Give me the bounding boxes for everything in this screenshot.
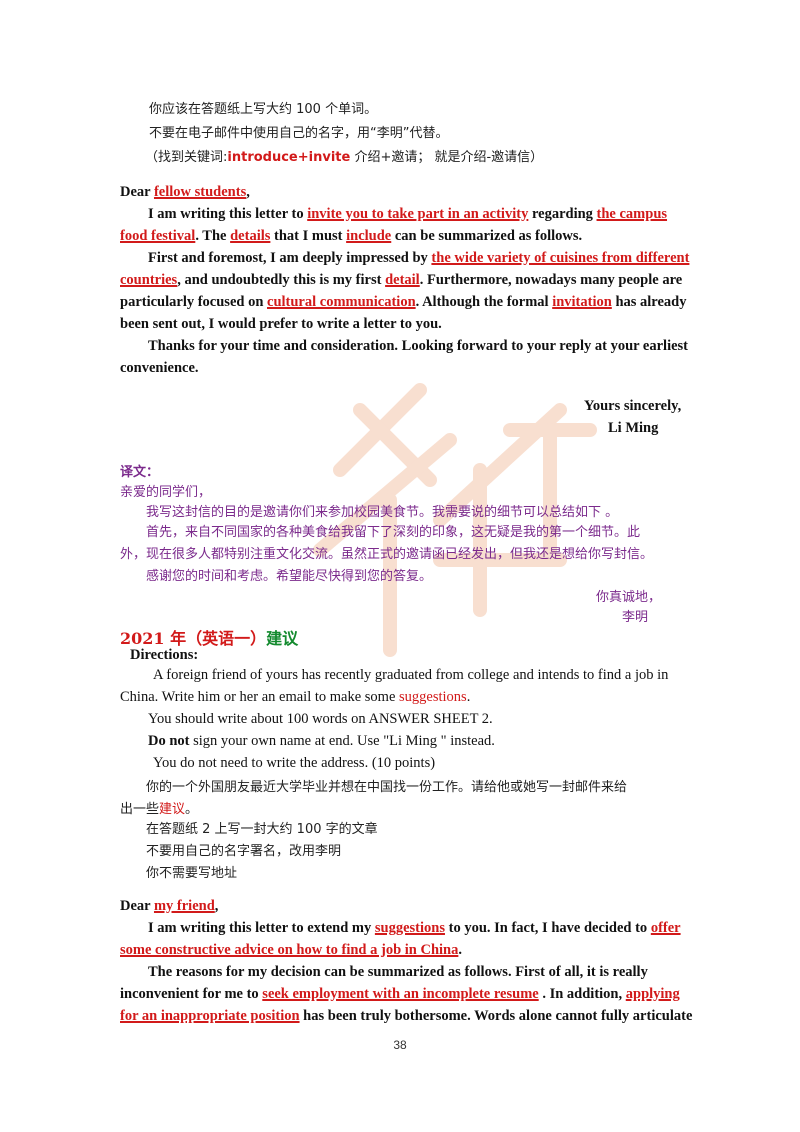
- keyphrase: countries: [120, 272, 178, 288]
- text: 。: [185, 802, 199, 817]
- text: that I must: [270, 228, 347, 244]
- intro-line-1: 你应该在答题纸上写大约 100 个单词。: [149, 102, 378, 117]
- letter1-p1-line2: food festival. The details that I must i…: [120, 228, 582, 245]
- letter1-salutation: Dear fellow students,: [120, 184, 250, 201]
- keyphrase: offer: [650, 920, 681, 936]
- directions-label: Directions:: [130, 647, 199, 663]
- text: China. Write him or her an email to make…: [120, 689, 400, 705]
- keyphrase: applying: [625, 986, 680, 1002]
- text: First and foremost, I am deeply impresse…: [148, 250, 432, 266]
- translation-closing: 你真诚地，: [596, 590, 662, 605]
- letter1-p2-line3: particularly focused on cultural communi…: [120, 294, 686, 311]
- letter1-p2-line2: countries, and undoubtedly this is my fi…: [120, 272, 682, 289]
- keyphrase: the campus: [596, 206, 668, 222]
- salutation-dear: Dear: [120, 184, 154, 200]
- text: 出一些: [120, 802, 160, 817]
- text: has already: [611, 294, 687, 310]
- translation-p3: 感谢您的时间和考虑。希望能尽快得到您的答复。: [146, 569, 433, 584]
- text: . Although the formal: [415, 294, 553, 310]
- text: , and undoubtedly this is my first: [177, 272, 386, 288]
- intro-keyword: introduce+invite: [227, 150, 351, 165]
- translation-p1: 我写这封信的目的是邀请你们来参加校园美食节。我需要说的细节可以总结如下 。: [146, 505, 619, 520]
- keyphrase: detail: [385, 272, 420, 288]
- letter1-signature: Li Ming: [608, 420, 659, 436]
- letter1-p3-line2: convenience.: [120, 360, 199, 376]
- keyphrase: invitation: [552, 294, 612, 310]
- letter2-p1-line2: some constructive advice on how to find …: [120, 942, 462, 959]
- keyphrase: seek employment with an incomplete resum…: [262, 986, 539, 1002]
- text: has been truly bothersome. Words alone c…: [299, 1008, 693, 1024]
- salutation-comma: ,: [214, 898, 219, 914]
- keyphrase: details: [230, 228, 271, 244]
- section-title-topic: 建议: [266, 629, 299, 648]
- letter2-p2-line2: inconvenient for me to seek employment w…: [120, 986, 680, 1003]
- letter1-closing: Yours sincerely,: [584, 398, 682, 414]
- keyphrase: cultural communication: [267, 294, 416, 310]
- keyphrase: food festival: [120, 228, 196, 244]
- translation-heading: 译文：: [120, 465, 160, 480]
- directions-zh-3: 在答题纸 2 上写一封大约 100 字的文章: [146, 822, 378, 837]
- text: . In addition,: [538, 986, 626, 1002]
- text: can be summarized as follows.: [391, 228, 583, 244]
- text: to you. In fact, I have decided to: [444, 920, 651, 936]
- letter1-p3-line1: Thanks for your time and consideration. …: [148, 338, 689, 354]
- letter2-p2-line3: for an inappropriate position has been t…: [120, 1008, 692, 1025]
- text: particularly focused on: [120, 294, 268, 310]
- letter2-p2-line1: The reasons for my decision can be summa…: [148, 964, 648, 980]
- page-number: 38: [393, 1038, 407, 1052]
- keyphrase: some constructive advice on how to find …: [120, 942, 459, 958]
- intro-line-3-suffix: 介绍+邀请； 就是介绍-邀请信）: [350, 150, 544, 165]
- directions-zh-1: 你的一个外国朋友最近大学毕业并想在中国找一份工作。请给他或她写一封邮件来给: [146, 780, 628, 795]
- letter1-p2-line1: First and foremost, I am deeply impresse…: [148, 250, 689, 267]
- salutation-comma: ,: [246, 184, 250, 200]
- salutation-name: my friend: [153, 898, 215, 914]
- text: . The: [195, 228, 231, 244]
- text: .: [458, 942, 462, 958]
- translation-p2-line2: 外，现在很多人都特别注重文化交流。虽然正式的邀请函已经发出，但我还是想给你写封信…: [120, 547, 654, 562]
- salutation-dear: Dear: [120, 898, 154, 914]
- keyphrase: suggestions: [374, 920, 445, 936]
- intro-line-2: 不要在电子邮件中使用自己的名字，用“李明”代替。: [149, 126, 449, 141]
- directions-line-1: A foreign friend of yours has recently g…: [153, 667, 669, 683]
- directions-zh-2: 出一些建议。: [120, 798, 198, 817]
- keyword: 建议: [159, 802, 186, 817]
- intro-line-3: （找到关键词:introduce+invite 介绍+邀请； 就是介绍-邀请信）: [145, 146, 543, 165]
- intro-line-3-prefix: （找到关键词:: [145, 150, 228, 165]
- letter1-p1-line1: I am writing this letter to invite you t…: [148, 206, 667, 223]
- directions-line-5: You do not need to write the address. (1…: [153, 755, 436, 771]
- text: .: [466, 689, 471, 705]
- directions-line-3: You should write about 100 words on ANSW…: [148, 711, 493, 727]
- keyphrase: the wide variety of cuisines from differ…: [431, 250, 690, 266]
- directions-zh-4: 不要用自己的名字署名，改用李明: [146, 844, 342, 859]
- letter2-p1-line1: I am writing this letter to extend my su…: [148, 920, 681, 937]
- keyword: suggestions: [399, 689, 467, 705]
- salutation-name: fellow students: [153, 184, 247, 200]
- keyphrase: invite you to take part in an activity: [307, 206, 529, 222]
- text: I am writing this letter to extend my: [148, 920, 375, 936]
- directions-line-4: Do not sign your own name at end. Use "L…: [148, 733, 495, 750]
- directions-line-2: China. Write him or her an email to make…: [120, 689, 470, 706]
- section-title: 2021 年（英语一）建议: [120, 625, 298, 649]
- text: inconvenient for me to: [120, 986, 263, 1002]
- letter2-salutation: Dear my friend,: [120, 898, 218, 915]
- translation-salutation: 亲爱的同学们，: [120, 485, 212, 500]
- text: I am writing this letter to: [148, 206, 308, 222]
- directions-zh-5: 你不需要写地址: [146, 866, 238, 881]
- keyphrase: for an inappropriate position: [120, 1008, 300, 1024]
- keyphrase: include: [346, 228, 392, 244]
- letter1-p2-line4: been sent out, I would prefer to write a…: [120, 316, 442, 332]
- translation-p2-line1: 首先，来自不同国家的各种美食给我留下了深刻的印象，这无疑是我的第一个细节。此: [146, 525, 641, 540]
- emphasis: Do not: [148, 733, 190, 749]
- section-title-year: 2021 年（英语一）: [120, 629, 267, 648]
- text: regarding: [528, 206, 597, 222]
- text: . Furthermore, nowadays many people are: [419, 272, 683, 288]
- text: sign your own name at end. Use "Li Ming …: [189, 733, 495, 749]
- translation-signature: 李明: [622, 610, 649, 625]
